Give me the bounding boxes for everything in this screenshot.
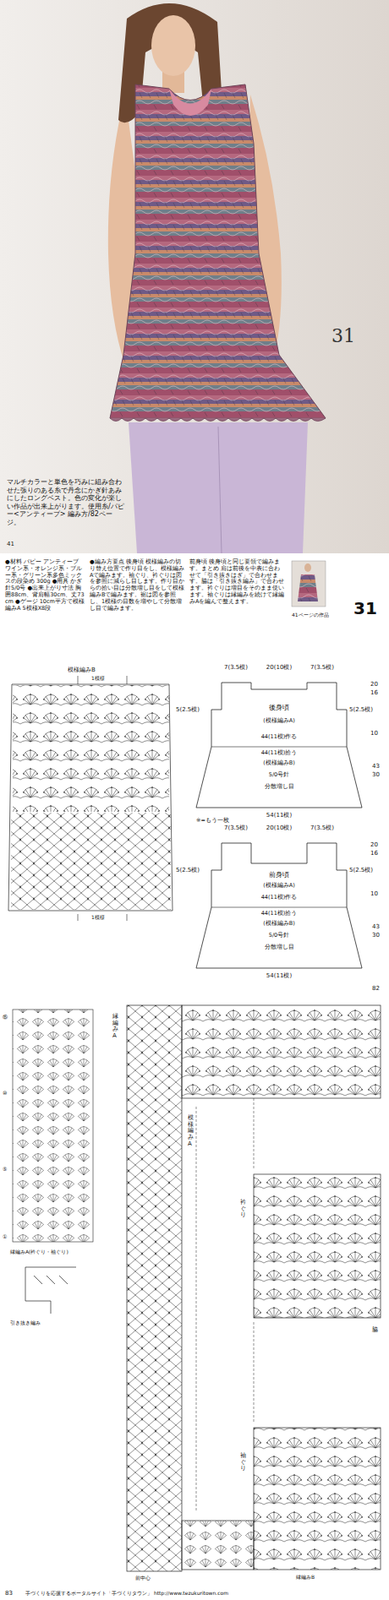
chart-label: 5(2.5模) bbox=[349, 867, 373, 875]
chart-label: 衿ぐり bbox=[240, 1200, 247, 1221]
chart-label: 44(11模)拾う bbox=[260, 911, 299, 919]
model-photo bbox=[0, 0, 389, 554]
body-text: マルチカラーと単色を巧みに組み合わせた張りのある糸で丹念にかぎ針あみにしたロング… bbox=[6, 478, 126, 528]
chart-label: 44(11模)作る bbox=[260, 734, 299, 742]
chart-label: ⑮ bbox=[2, 1014, 8, 1021]
chart-label: 5(2.5模) bbox=[175, 706, 200, 714]
chart-label: 30 bbox=[372, 772, 380, 779]
chart-label: 1模様 bbox=[91, 914, 105, 921]
stitch-chart-a-detail bbox=[12, 1010, 94, 1315]
chart-label: 43 bbox=[372, 763, 380, 771]
join-line bbox=[211, 747, 347, 749]
chart-label: 30 bbox=[372, 932, 380, 940]
chart-label: 縁編みA bbox=[112, 1014, 119, 1041]
piece-text: 後身頃 bbox=[268, 705, 291, 713]
chart-label: 7(3.5模) bbox=[224, 825, 248, 833]
piece-text: (模様編みA) bbox=[262, 718, 296, 725]
piece-text: 5/0号針 bbox=[268, 772, 291, 779]
chart-label: 手づくりを応援するポータルサイト「手づくりタウン」 http://www.tez… bbox=[25, 1591, 229, 1598]
piece-shape bbox=[196, 683, 362, 809]
chart-label: 7(3.5模) bbox=[310, 664, 335, 672]
chart-label: 54(11模) bbox=[266, 812, 292, 820]
chart-label: 82 bbox=[372, 986, 380, 993]
garment-piece: 前身頃 (模様編みA) (模様編みB) 5/0号針分散増し目 bbox=[196, 837, 362, 971]
chart-label: 10 bbox=[370, 730, 379, 738]
piece-text: 5/0号針 bbox=[268, 933, 291, 940]
chart-label: 5(2.5模) bbox=[175, 867, 200, 875]
body-text: ●編み方要点 後身頃 模様編みの切り替え位置で作り目をし、模様編みAで編みます。… bbox=[89, 559, 185, 613]
thumbnail-photo bbox=[291, 561, 326, 608]
body-text: 縁編みA(衿ぐり・袖ぐり) bbox=[10, 1249, 104, 1256]
piece-text: 前身頃 bbox=[268, 872, 291, 881]
chart-label: 31 bbox=[331, 325, 356, 348]
chart-label: 7(3.5模) bbox=[310, 825, 335, 833]
piece-text: (模様編みA) bbox=[262, 883, 296, 890]
chart-label: 20 bbox=[370, 842, 379, 850]
chart-label: 5(2.5模) bbox=[349, 706, 373, 714]
chart-label: 1模様 bbox=[91, 675, 105, 682]
chart-label: 44(11模)作る bbox=[260, 895, 299, 903]
chart-label: ⑩ bbox=[2, 1090, 7, 1097]
chart-label: 模様編みB bbox=[67, 667, 96, 674]
chart-label: 41ページの作品 bbox=[291, 612, 329, 619]
chart-label: 10 bbox=[370, 891, 379, 899]
chart-label: 縁編みB bbox=[295, 1575, 315, 1582]
piece-text: (模様編みB) bbox=[262, 921, 296, 928]
body-text: ●材料 パピー アンティーブ ワイン系・オレンジ系・ブルー系・グリーン系多色ミッ… bbox=[5, 559, 86, 613]
chart-label: 44(11模)拾う bbox=[260, 750, 299, 758]
chart-label: 前中心 bbox=[135, 1576, 151, 1583]
chart-label: 20 bbox=[370, 681, 379, 689]
body-text: 前身頃 後身頃と同じ要領で編みます。まとめ 肩は前後を中表に合わせて「引き抜きは… bbox=[189, 559, 285, 607]
stitch-chart-b bbox=[8, 676, 173, 922]
chart-label: 袖ぐり bbox=[240, 1454, 247, 1474]
chart-label: 20(10模) bbox=[266, 825, 292, 833]
chart-label: 16 bbox=[370, 850, 379, 858]
chart-label: 引き抜き編み bbox=[10, 1320, 41, 1327]
piece-text: 分散増し目 bbox=[263, 945, 296, 952]
chart-label: 41 bbox=[6, 541, 15, 548]
piece-shape bbox=[196, 843, 362, 970]
chart-label: 31 bbox=[353, 598, 378, 620]
chart-label: 54(11模) bbox=[266, 973, 292, 981]
stitch-chart-a bbox=[126, 1006, 381, 1573]
chart-label: 83 bbox=[5, 1591, 13, 1599]
garment-piece: 後身頃 (模様編みA) (模様編みB) 5/0号針分散増し目 bbox=[196, 676, 362, 811]
chart-label: 16 bbox=[370, 690, 379, 697]
chart-label: ※=もう一枚 bbox=[196, 818, 230, 826]
chart-label: 脇 bbox=[372, 1327, 379, 1335]
chart-label: 7(3.5模) bbox=[224, 664, 248, 672]
join-line bbox=[211, 908, 347, 910]
chart-label: 43 bbox=[372, 924, 380, 932]
chart-label: ⑤ bbox=[2, 1167, 7, 1173]
piece-text: (模様編みB) bbox=[262, 761, 296, 768]
chart-label: 模様編みA bbox=[187, 1116, 194, 1149]
piece-text: 分散増し目 bbox=[263, 784, 296, 791]
chart-label: ① bbox=[2, 1234, 7, 1241]
chart-label: 20(10模) bbox=[266, 664, 292, 672]
